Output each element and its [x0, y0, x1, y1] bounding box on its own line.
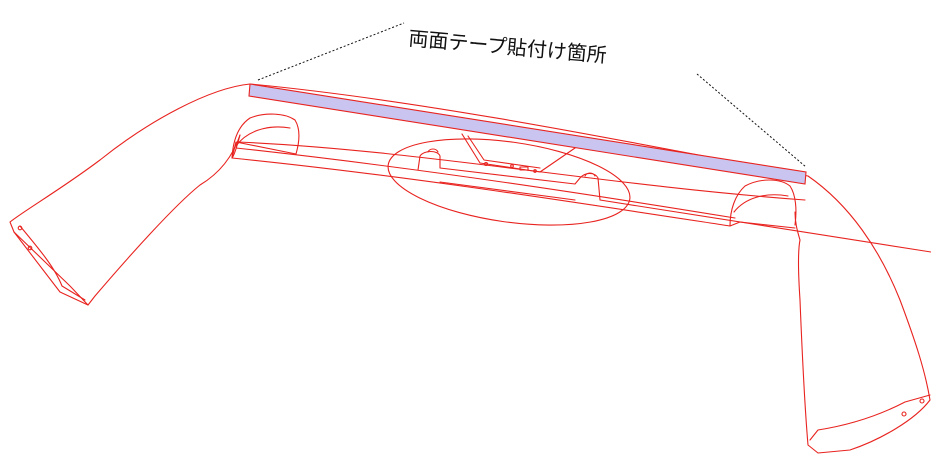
fastener-hole [533, 169, 537, 173]
fastener-hole [510, 164, 514, 168]
fastener-hole [919, 398, 925, 404]
left-end-plate [9, 83, 251, 306]
tape-location-label: 両面テープ貼付け箇所 [408, 26, 608, 67]
fastener-hole [27, 245, 33, 251]
leader-line-right [696, 73, 807, 168]
right-mount [729, 179, 797, 227]
fastener-hole [483, 161, 489, 167]
right-end-plate [807, 175, 931, 401]
center-bracket-highlight [387, 138, 631, 226]
tape-area [248, 83, 807, 185]
fastener-hole [901, 411, 907, 417]
leader-line-left [257, 22, 405, 81]
spoiler-outline [9, 83, 931, 454]
fastener-slot [519, 166, 529, 171]
left-mount [231, 113, 300, 159]
center-bracket [461, 133, 576, 173]
fastener-hole [17, 225, 23, 231]
